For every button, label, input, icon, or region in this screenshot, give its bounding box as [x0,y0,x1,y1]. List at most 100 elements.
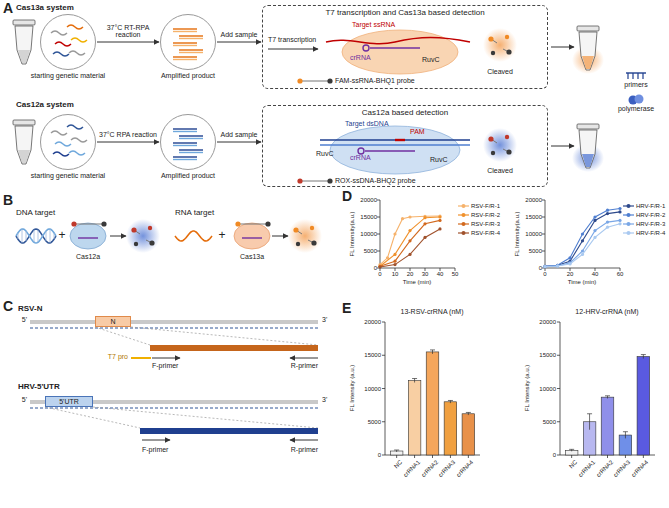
pam-site [395,139,405,141]
strand-end: 3' [322,316,327,324]
legend-text: RSV-F/R-3 [471,221,500,227]
panel-heading: Cas12a based detection [263,108,547,117]
quencher-dot [327,78,332,83]
signal-glow [288,219,322,253]
process-arrow [97,42,159,43]
category-label: crRNA1 [577,459,597,479]
legend-swatch [623,203,634,209]
process-arrow [97,142,159,143]
genetic-material [161,115,215,169]
data-point [556,264,559,267]
legend-swatch [623,212,634,218]
data-point [401,217,404,220]
data-point [618,219,621,222]
tick-label: 30 [422,271,429,278]
axis-line [380,268,455,269]
panel-letter: C [3,298,13,314]
probe-label: FAM-ssRNA-BHQ1 probe [335,77,415,85]
axis-tick [557,455,560,456]
legend-swatch [458,212,469,218]
data-curve [380,220,440,266]
legend-item: RSV-F/R-4 [458,230,500,236]
panel-heading: T7 transcription and Cas13a based detect… [263,8,547,17]
probe-strand [238,224,268,225]
step-label: Add sample [219,131,259,139]
legend-text: HRV-F/R-4 [636,230,665,236]
axis-tick [571,455,572,458]
axis-tick [455,268,456,271]
tick-label: 0 [378,452,381,459]
process-arrow [110,236,126,237]
data-point [393,260,396,263]
legend-item: HRV-F/R-1 [623,203,665,209]
target-label: Target dsDNA [345,120,389,128]
error-cap [641,354,646,355]
tick-label: 5000 [529,248,542,255]
data-point [568,256,571,259]
system-title: Cas12a system [16,100,74,109]
cas13a-complex [234,223,270,249]
enzyme-label: Cas12a [76,253,100,261]
error-bar [607,396,608,399]
signal-glow [126,219,160,253]
axis-title: Time (min) [568,279,596,286]
tick-label: 10000 [525,231,542,238]
axis-tick [542,217,545,218]
data-point [543,265,546,268]
data-point [423,222,426,225]
axis-tick [557,355,560,356]
polymerase-icon [624,94,648,105]
primer-arrow [290,358,318,359]
signal-glow [483,28,517,62]
panel-letter: B [3,192,13,208]
data-curve [545,220,620,266]
probe-strand [74,224,104,225]
bar [390,451,403,455]
signal-glow [483,128,517,162]
axis-tick [589,455,590,458]
axis-tick [440,268,441,271]
axis-tick [382,322,385,323]
gene-label: N [110,318,115,326]
tick-label: 0 [553,452,556,459]
tick-label: 10000 [539,385,556,392]
promoter-label: T7 pro [108,353,128,361]
plus-sign: + [218,229,225,243]
primer-label: R-primer [291,362,318,370]
base-pair [46,231,47,241]
axis-tick [570,268,571,271]
legend-swatch [458,221,469,227]
data-point [543,265,546,268]
quencher-dot [265,221,270,226]
tick-label: 50 [452,271,459,278]
legend-text: polymerase [618,105,654,112]
data-point [543,265,546,268]
tick-label: 20000 [364,319,381,326]
data-point [408,229,411,232]
category-label: NC [568,459,579,470]
process-arrow [551,47,574,48]
legend-swatch [623,221,634,227]
data-point [378,265,381,268]
error-cap [412,378,417,379]
legend-item: primers [606,70,666,88]
legend-item: RSV-F/R-3 [458,221,500,227]
data-point [618,210,621,213]
crrna-strand [370,47,420,49]
sample-circle: starting genetic material [40,14,96,70]
gene-label: 5'UTR [59,398,79,406]
data-point [408,215,411,218]
axis-line [545,268,620,269]
axis-tick [414,455,415,458]
data-curve [545,209,620,267]
legend-item: polymerase [606,94,666,112]
axis-title: Time (min) [403,279,431,286]
tick-label: 20 [407,271,414,278]
data-point [423,216,426,219]
data-point [378,265,381,268]
fluorophore-dot [297,78,302,83]
gene-title: RSV-N [18,304,42,313]
cas12a-complex [70,223,106,249]
data-point [568,262,571,265]
fluorophore-dot [71,221,76,226]
